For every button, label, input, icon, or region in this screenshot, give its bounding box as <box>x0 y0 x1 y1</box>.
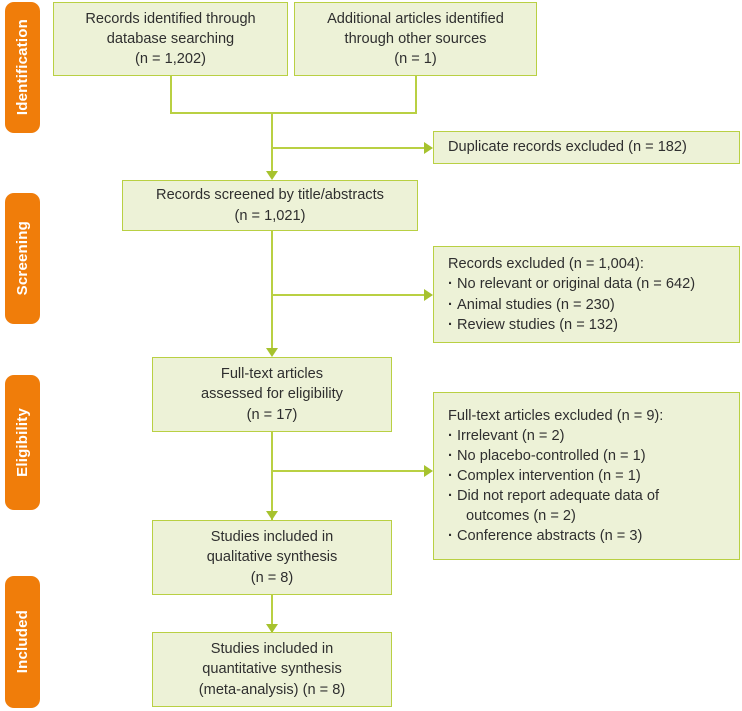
box-database-search-line1: Records identified through <box>85 10 256 27</box>
box-records-excluded-heading: Records excluded (n = 1,004): <box>448 256 644 273</box>
box-quantitative-synthesis-line1: Studies included in <box>210 641 334 658</box>
connector-to-records-excluded <box>271 294 426 296</box>
arrow-into-qualitative-synthesis <box>266 511 278 520</box>
connector-to-fulltext-excluded <box>271 470 426 472</box>
box-records-excluded-item-1: No relevant or original data (n = 642) <box>448 274 695 294</box>
arrow-into-records-screened <box>266 171 278 180</box>
stage-tab-identification-label: Identification <box>14 19 31 116</box>
box-quantitative-synthesis: Studies included in quantitative synthes… <box>152 632 392 707</box>
box-records-excluded-item-2: Animal studies (n = 230) <box>448 295 615 315</box>
stage-tab-eligibility-label: Eligibility <box>14 408 31 477</box>
arrow-into-fulltext-assessed <box>266 348 278 357</box>
arrow-into-records-excluded <box>424 289 433 301</box>
box-other-sources-line2: through other sources <box>344 30 487 47</box>
arrow-into-duplicates-excluded <box>424 142 433 154</box>
box-fulltext-excluded: Full-text articles excluded (n = 9): Irr… <box>433 392 740 560</box>
connector-screened-down <box>271 231 273 353</box>
connector-to-duplicates <box>271 147 426 149</box>
arrow-into-fulltext-excluded <box>424 465 433 477</box>
stage-tab-included-label: Included <box>14 610 31 674</box>
stage-tab-included: Included <box>5 576 40 708</box>
connector-other-down <box>415 76 417 114</box>
box-fulltext-excluded-heading: Full-text articles excluded (n = 9): <box>448 407 664 424</box>
box-fulltext-assessed-line3: (n = 17) <box>246 406 298 423</box>
box-database-search-line3: (n = 1,202) <box>135 51 206 68</box>
box-database-search-line2: database searching <box>106 30 235 47</box>
box-records-screened-line2: (n = 1,021) <box>234 207 306 224</box>
box-qualitative-synthesis-line2: qualitative synthesis <box>206 549 338 566</box>
connector-db-down <box>170 76 172 114</box>
stage-tab-screening: Screening <box>5 193 40 324</box>
box-qualitative-synthesis-line3: (n = 8) <box>250 569 294 586</box>
box-other-sources: Additional articles identified through o… <box>294 2 537 76</box>
box-fulltext-assessed-line1: Full-text articles <box>220 366 324 383</box>
box-qualitative-synthesis: Studies included in qualitative synthesi… <box>152 520 392 595</box>
box-fulltext-excluded-item-2: No placebo-controlled (n = 1) <box>448 446 646 466</box>
box-database-search: Records identified through database sear… <box>53 2 288 76</box>
box-duplicates-excluded: Duplicate records excluded (n = 182) <box>433 131 740 164</box>
box-fulltext-excluded-item-3: Complex intervention (n = 1) <box>448 466 641 486</box>
box-qualitative-synthesis-line1: Studies included in <box>210 529 334 546</box>
box-fulltext-excluded-item-4: Did not report adequate data of <box>448 486 659 506</box>
box-duplicates-excluded-line1: Duplicate records excluded (n = 182) <box>448 139 687 156</box>
connector-merge-down <box>271 112 273 177</box>
connector-fulltext-down <box>271 432 273 524</box>
box-records-excluded-item-3: Review studies (n = 132) <box>448 315 618 335</box>
box-fulltext-excluded-item-4-cont: outcomes (n = 2) <box>466 508 576 525</box>
stage-tab-screening-label: Screening <box>14 221 31 296</box>
box-other-sources-line1: Additional articles identified <box>327 10 504 27</box>
arrow-into-quantitative-synthesis <box>266 624 278 633</box>
box-quantitative-synthesis-line3: (meta-analysis) (n = 8) <box>198 681 346 698</box>
box-records-excluded: Records excluded (n = 1,004): No relevan… <box>433 246 740 343</box>
stage-tab-identification: Identification <box>5 2 40 133</box>
connector-merge-bar <box>170 112 417 114</box>
box-quantitative-synthesis-line2: quantitative synthesis <box>202 661 342 678</box>
box-records-screened: Records screened by title/abstracts (n =… <box>122 180 418 231</box>
box-fulltext-assessed-line2: assessed for eligibility <box>201 386 343 403</box>
box-records-screened-line1: Records screened by title/abstracts <box>156 187 384 204</box>
box-other-sources-line3: (n = 1) <box>394 51 437 68</box>
box-fulltext-excluded-item-1: Irrelevant (n = 2) <box>448 426 564 446</box>
stage-tab-eligibility: Eligibility <box>5 375 40 510</box>
connector-qualitative-down <box>271 595 273 635</box>
box-fulltext-excluded-item-5: Conference abstracts (n = 3) <box>448 526 642 546</box>
box-fulltext-assessed: Full-text articles assessed for eligibil… <box>152 357 392 432</box>
